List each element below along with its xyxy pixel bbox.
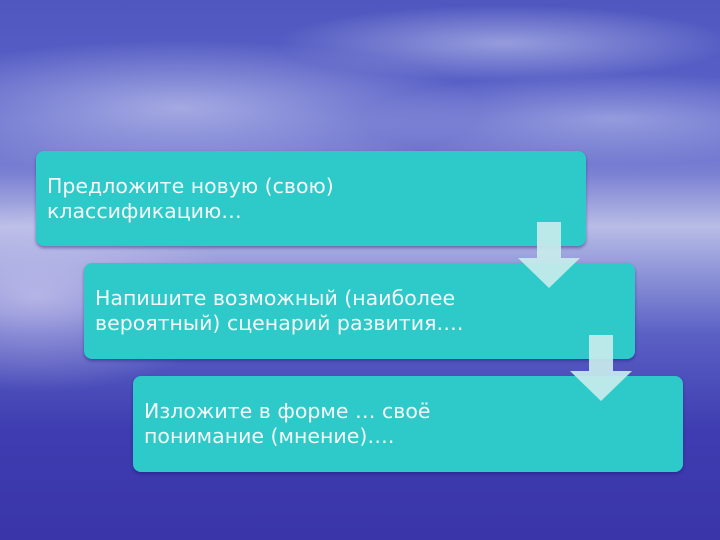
- step-box-3: Изложите в форме … своё понимание (мнени…: [133, 376, 683, 472]
- step-text-1: Предложите новую (свою) классификацию…: [47, 174, 334, 223]
- arrow-down-icon: [518, 222, 580, 288]
- step-box-1: Предложите новую (свою) классификацию…: [36, 151, 586, 246]
- step-text-3: Изложите в форме … своё понимание (мнени…: [144, 399, 431, 448]
- step-text-2: Напишите возможный (наиболее вероятный) …: [95, 286, 464, 335]
- arrow-down-icon: [570, 335, 632, 401]
